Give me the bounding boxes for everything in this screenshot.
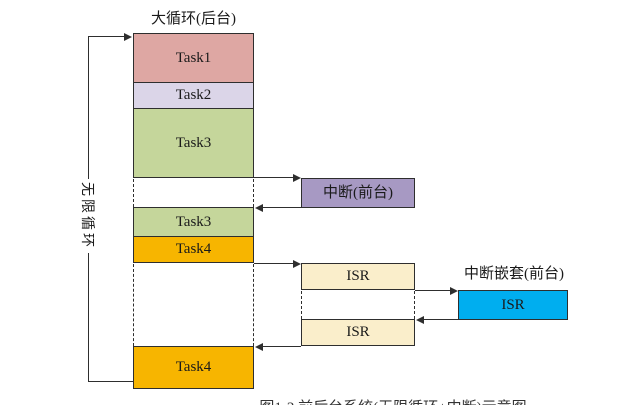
arrow-task4-to-isr-head-icon bbox=[293, 260, 301, 268]
loop-arrowhead-icon bbox=[124, 33, 132, 41]
interrupt-box: 中断(前台) bbox=[301, 178, 415, 208]
column-gap2-left-dashed bbox=[133, 264, 134, 346]
arrow-task3-to-interrupt-head-icon bbox=[293, 174, 301, 182]
task4-resumed-box: Task4 bbox=[133, 346, 254, 389]
task3-box: Task3 bbox=[133, 108, 254, 178]
task1-box: Task1 bbox=[133, 33, 254, 83]
column-gap1-right-dashed bbox=[253, 179, 254, 207]
arrow-isr-return-line bbox=[258, 346, 301, 347]
task4-box: Task4 bbox=[133, 236, 254, 263]
figure-caption-clipped: 图1-2 前后台系统(无限循环+中断)示意图 bbox=[243, 399, 543, 405]
nested-isr-box: ISR bbox=[458, 290, 568, 320]
task3-resumed-box: Task3 bbox=[133, 207, 254, 237]
column-gap2-right-dashed bbox=[253, 264, 254, 346]
isr-gap-left-dashed bbox=[301, 291, 302, 319]
isr-first-box: ISR bbox=[301, 263, 415, 290]
arrow-isr-return-head-icon bbox=[255, 343, 263, 351]
arrow-isr-to-nested-head-icon bbox=[450, 287, 458, 295]
arrow-interrupt-return-head-icon bbox=[255, 204, 263, 212]
task2-box: Task2 bbox=[133, 82, 254, 109]
column-gap1-left-dashed bbox=[133, 179, 134, 207]
nested-interrupt-label: 中断嵌套(前台) bbox=[464, 266, 564, 282]
arrow-nested-return-head-icon bbox=[416, 316, 424, 324]
arrow-interrupt-return-line bbox=[258, 207, 301, 208]
loop-line-top bbox=[88, 36, 125, 37]
infinite-loop-label: 无限循环 bbox=[78, 179, 98, 253]
isr-gap-right-dashed bbox=[414, 291, 415, 319]
loop-line-bottom bbox=[88, 381, 133, 382]
isr-second-box: ISR bbox=[301, 319, 415, 346]
arrow-task4-to-isr-line bbox=[254, 263, 296, 264]
arrow-task3-to-interrupt-line bbox=[254, 177, 296, 178]
arrow-isr-to-nested-line bbox=[415, 290, 451, 291]
main-loop-title: 大循环(后台) bbox=[151, 11, 236, 27]
arrow-nested-return-line bbox=[419, 319, 458, 320]
